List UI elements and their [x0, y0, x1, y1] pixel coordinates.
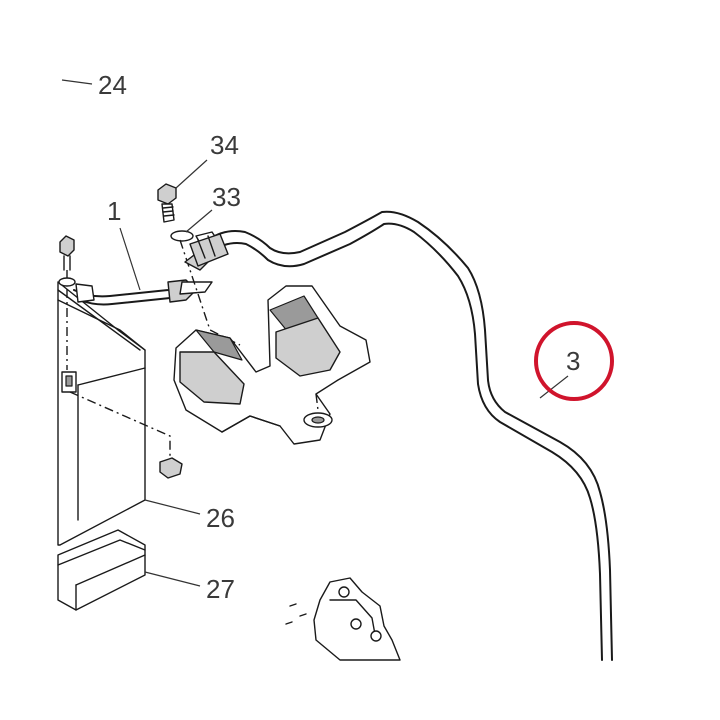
bolt — [157, 183, 177, 223]
frame-mount — [173, 285, 371, 445]
main-harness-cable — [207, 210, 613, 661]
label-1: 1 — [107, 196, 121, 226]
label-24: 24 — [98, 70, 127, 100]
label-34: 34 — [210, 130, 239, 160]
callout-labels: 24 34 33 1 3 26 27 — [98, 70, 580, 604]
terminal-bolt — [58, 235, 76, 370]
battery — [57, 281, 146, 546]
highlight-circle — [534, 321, 614, 401]
lower-frame-fragment — [285, 577, 401, 661]
cable-bracket — [189, 233, 229, 267]
label-27: 27 — [206, 574, 235, 604]
label-26: 26 — [206, 503, 235, 533]
label-3: 3 — [566, 346, 580, 376]
battery-pad — [57, 529, 146, 611]
ground-cable — [73, 279, 213, 306]
nut — [69, 391, 183, 479]
label-33: 33 — [212, 182, 241, 212]
leader-lines — [61, 79, 569, 587]
